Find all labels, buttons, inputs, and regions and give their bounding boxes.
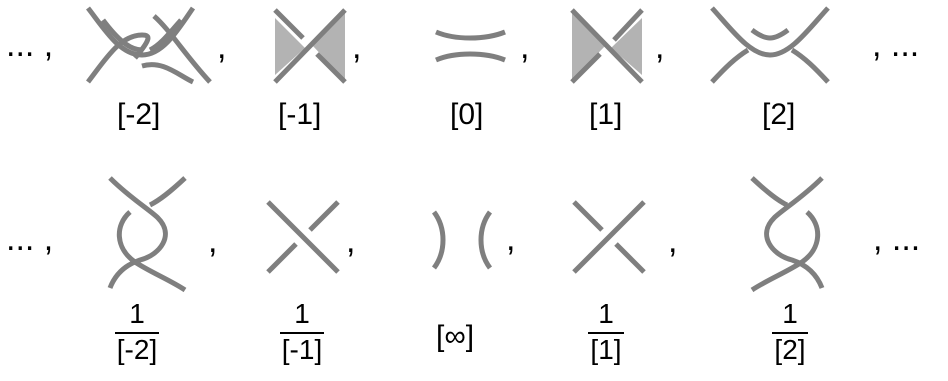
strand-a — [107, 176, 168, 289]
tangle-vertical-1 — [572, 200, 646, 274]
tangle-twist-neg1 — [273, 8, 347, 84]
label-neg2: [-2] — [117, 98, 161, 131]
fraction-bar — [115, 332, 159, 334]
strand-c — [750, 210, 821, 293]
row2-tangles — [107, 176, 825, 293]
fraction-bar — [588, 332, 624, 334]
fraction-denominator: [-1] — [281, 334, 323, 365]
strand-right-arc — [478, 210, 493, 270]
strand-c — [116, 210, 187, 293]
fraction-inv-neg2: 1 [-2] — [109, 300, 165, 364]
fraction-numerator: 1 — [129, 298, 145, 329]
strand-under-a — [273, 8, 305, 40]
strand-b — [148, 176, 187, 208]
strand-bottom-right — [790, 47, 830, 84]
tangle-vertical-neg1 — [266, 200, 340, 274]
strand-top-right — [152, 14, 212, 84]
tangle-twist-0 — [435, 29, 506, 63]
fraction-inv-2: 1 [2] — [765, 300, 815, 364]
strand-upper-arc — [435, 29, 506, 41]
strand-top — [710, 6, 830, 58]
strand-bottom-left — [86, 32, 151, 84]
strand-over — [570, 8, 644, 84]
label-1: [1] — [589, 98, 623, 131]
strand-under-b — [315, 52, 347, 84]
shade-right — [312, 10, 345, 80]
fraction-numerator: 1 — [294, 298, 310, 329]
fraction-inv-neg1: 1 [-1] — [274, 300, 330, 364]
row2-leading-ellipsis: ... , — [6, 220, 54, 258]
strand-over — [572, 200, 646, 274]
row1-tangles — [86, 6, 830, 85]
strand-under-b — [266, 242, 298, 274]
strand-top-left — [86, 6, 196, 58]
tangle-vertical-0 — [431, 210, 493, 270]
row1-separator-2: , — [352, 28, 362, 66]
shade-left — [572, 10, 606, 80]
row1-separator-4: , — [655, 28, 665, 66]
label-2: [2] — [762, 98, 796, 131]
shade-left — [275, 18, 305, 75]
tangle-vertical-2 — [750, 176, 825, 293]
strand-lower-arc — [435, 51, 506, 63]
row2-separator-1: , — [208, 222, 218, 260]
fraction-numerator: 1 — [782, 298, 798, 329]
strand-a — [764, 176, 825, 289]
fraction-denominator: [-2] — [116, 334, 158, 365]
fraction-inv-1: 1 [1] — [581, 300, 631, 364]
tangle-twist-2 — [710, 6, 830, 84]
label-0: [0] — [450, 98, 484, 131]
strand-cross-b — [148, 18, 183, 53]
strand-bottom-left — [710, 47, 750, 84]
strand-b — [750, 176, 789, 208]
tangle-vertical-neg2 — [107, 176, 187, 293]
label-infinity: [∞] — [436, 320, 475, 353]
tangle-twist-neg2 — [86, 6, 212, 85]
row2-trailing-ellipsis: , ... — [873, 220, 921, 258]
strand-under-a — [570, 52, 602, 84]
fraction-denominator: [1] — [590, 334, 622, 365]
fraction-bar — [280, 332, 324, 334]
label-neg1: [-1] — [278, 98, 322, 131]
strand-under-b — [612, 8, 644, 42]
fraction-numerator: 1 — [598, 298, 614, 329]
strand-over — [273, 8, 347, 84]
strand-cross-a — [101, 18, 143, 53]
row2-separator-2: , — [346, 222, 356, 260]
strand-bottom-right — [141, 62, 195, 85]
fraction-denominator: [2] — [774, 334, 806, 365]
row1-leading-ellipsis: ... , — [6, 26, 54, 64]
row1-separator-3: , — [520, 28, 530, 66]
tangle-twist-1 — [570, 8, 644, 84]
strand-mid — [750, 27, 790, 41]
shade-right — [611, 18, 642, 75]
row2-separator-3: , — [506, 220, 516, 258]
strand-under-a — [572, 200, 604, 232]
strand-over — [266, 200, 340, 274]
strand-under-b — [614, 242, 646, 274]
strand-under-a — [308, 200, 340, 232]
row2-separator-4: , — [668, 222, 678, 260]
row1-trailing-ellipsis: , ... — [872, 26, 920, 64]
strand-left-arc — [431, 210, 446, 270]
fraction-bar — [772, 332, 808, 334]
row1-separator-1: , — [217, 28, 227, 66]
